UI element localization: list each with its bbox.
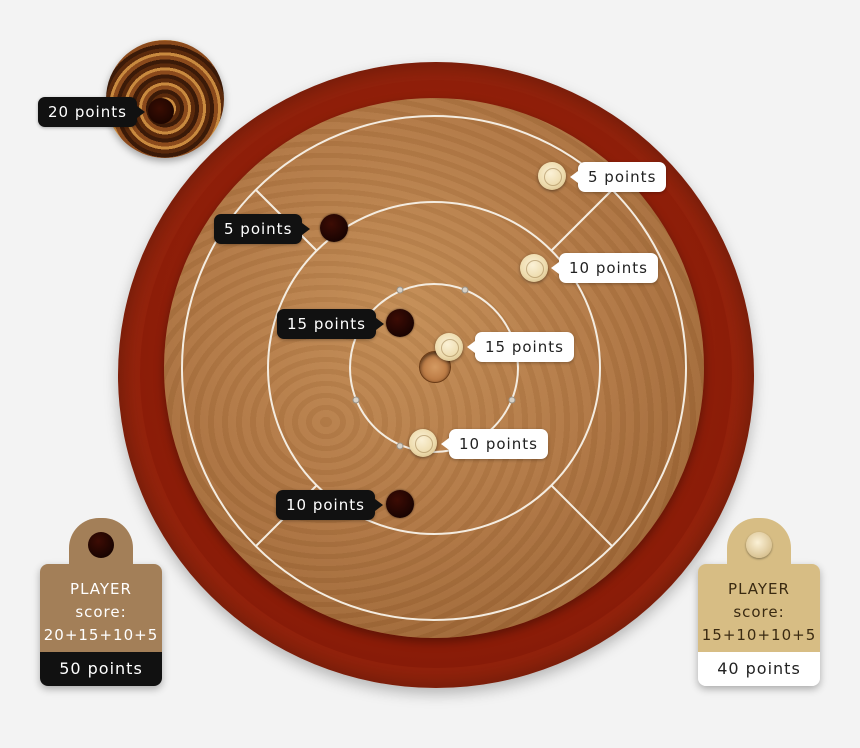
middle-ring-10 [267,201,601,535]
player2-score-card: PLAYER score: 15+10+10+5 40 points [698,518,820,686]
label-dark-15: 15 points [277,309,384,339]
quadrant-line-se [550,484,613,547]
player1-score-card: PLAYER score: 20+15+10+5 50 points [40,518,162,686]
player2-total: 40 points [698,652,820,686]
cup-dark-piece [148,98,174,124]
peg [461,286,469,294]
light-piece-icon [746,532,772,558]
peg [352,396,360,404]
label-light-10-outer: 10 points [551,253,658,283]
player2-score-label: score: [733,603,785,621]
peg [396,286,404,294]
dark-piece-5 [320,214,348,242]
player1-card-body: PLAYER score: 20+15+10+5 [40,564,162,652]
player1-score-label: score: [75,603,127,621]
label-light-10-inner: 10 points [441,429,548,459]
player1-breakdown: 20+15+10+5 [43,626,159,644]
player2-title: PLAYER [728,580,790,598]
label-light-5: 5 points [569,162,667,192]
label-cup-20: 20 points [38,97,145,127]
peg [396,442,404,450]
outer-ring-5 [181,115,687,621]
dark-piece-10 [386,490,414,518]
dark-piece-15 [386,309,414,337]
light-piece-15 [435,333,463,361]
light-piece-10-outer [520,254,548,282]
label-light-15: 15 points [467,332,574,362]
quadrant-line-ne [550,189,613,252]
label-dark-10: 10 points [276,490,383,520]
player2-breakdown: 15+10+10+5 [701,626,817,644]
inner-ring-15 [349,283,519,453]
light-piece-10-inner [409,429,437,457]
peg [508,396,516,404]
player2-card-body: PLAYER score: 15+10+10+5 [698,564,820,652]
player1-total: 50 points [40,652,162,686]
label-dark-5: 5 points [214,214,311,244]
light-piece-5 [538,162,566,190]
dark-piece-icon [88,532,114,558]
player1-title: PLAYER [70,580,132,598]
